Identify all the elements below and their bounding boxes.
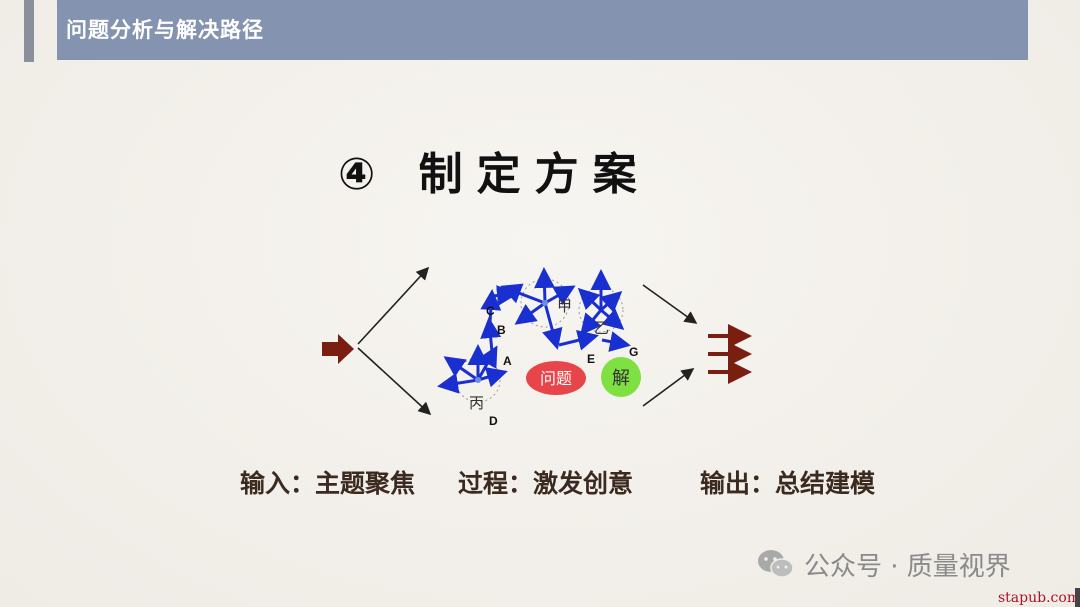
solution-label: 解 [612,368,630,389]
point-label-g: G [629,345,638,359]
point-label-b: B [497,323,506,337]
problem-label: 问题 [540,369,572,388]
output-triple-arrow-icon [708,324,752,384]
scroll-edge-bar [1075,588,1080,607]
vector-arrows [437,267,631,394]
node-label-jia: 甲 [557,297,572,315]
step-title: ④ 制定方案 [338,149,651,200]
diverge-line-down [357,347,432,416]
point-label-a: A [503,354,512,368]
wechat-icon [758,550,794,578]
diverge-line-up [357,266,430,345]
left-accent-rule [24,0,34,62]
header-bar [57,0,1028,60]
caption-output: 输出：总结建模 [700,469,876,498]
point-label-e: E [587,352,595,366]
caption-process: 过程：激发创意 [458,469,634,498]
converge-line-down [642,368,695,407]
problem-ellipse [526,361,586,395]
input-arrow-icon [322,334,354,364]
node-label-bing: 丙 [469,394,484,412]
point-label-c: C [486,304,495,318]
header-title: 问题分析与解决路径 [66,18,264,42]
node-dot-jia [542,300,548,306]
node-dot-bing [475,377,481,383]
converge-line-up [642,284,698,324]
node-label-yi: 乙 [594,319,609,337]
solution-circle [601,357,641,397]
point-label-d: D [489,414,498,428]
caption-input: 输入：主题聚焦 [240,469,416,498]
watermark-text: 公众号 · 质量视界 [804,552,1011,582]
site-watermark: stapub.com [998,590,1080,606]
